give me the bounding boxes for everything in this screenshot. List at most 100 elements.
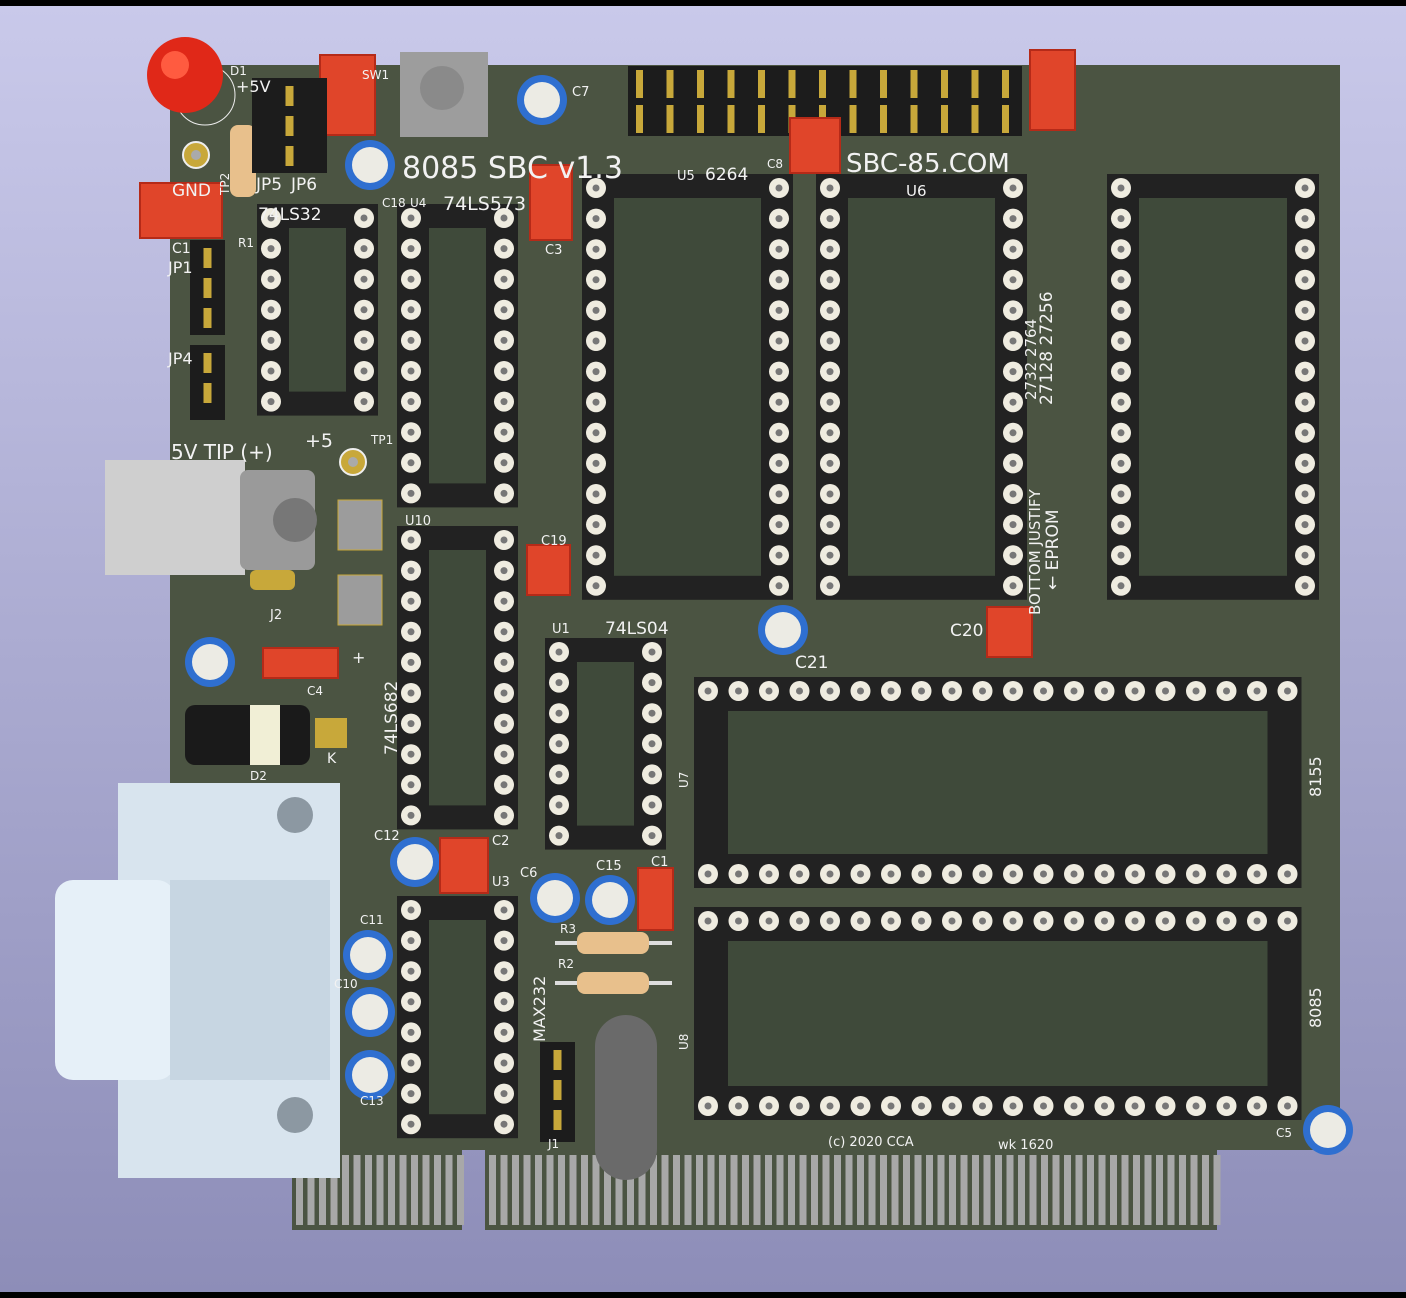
pin-hole [979,870,986,878]
pin-hole [648,679,656,687]
pin-hole [500,367,508,375]
header-pin [819,70,826,98]
pin-hole [500,306,508,314]
label-c8: C8 [767,157,783,171]
edge-finger [1075,1155,1083,1225]
header-pin [636,70,643,98]
pin-hole [555,740,563,748]
dc-power-jack[interactable] [105,460,317,590]
socket-window [614,198,761,576]
pin-hole [1009,245,1017,253]
socket-u2-74ls32 [257,204,378,416]
label-jp6: JP6 [290,175,317,195]
edge-finger [627,1155,634,1225]
ceramic-capacitor [529,164,573,241]
pin-hole [918,1102,925,1110]
pin-hole [500,489,508,497]
pin-hole [648,740,656,748]
jumper-j1[interactable] [540,1042,575,1142]
pin-hole [1117,490,1125,498]
jumper-pin [285,86,294,106]
pin-hole [267,336,275,344]
pin-hole [1009,687,1017,695]
pin-hole [407,628,415,636]
diode-d2 [185,705,347,765]
header-pin [758,105,765,133]
label-u4: U4 [410,196,426,210]
jumper-pin [203,308,212,328]
edge-finger [615,1155,623,1225]
label-jp4: JP4 [167,349,193,368]
pin-hole [407,1090,415,1098]
label-r3: R3 [560,922,576,936]
pin-hole [1162,917,1169,925]
reset-pushbutton[interactable] [400,52,488,137]
jumper-jp1[interactable] [190,240,225,335]
label-jp5: JP5 [255,175,282,195]
pin-hole [407,398,415,406]
pin-hole [360,245,368,253]
resistor-body [577,972,649,994]
edge-finger [512,1155,519,1225]
pin-hole [500,428,508,436]
pin-hole [1253,870,1261,878]
jumper-pin [553,1050,562,1070]
edge-finger [972,1155,979,1225]
edge-finger [1098,1155,1106,1225]
electrolytic-capacitor [345,987,395,1037]
edge-finger [1190,1155,1198,1225]
jumper-jp4[interactable] [190,345,225,420]
cap-top [524,82,560,118]
pin-hole [775,215,783,223]
jumper-pin [203,353,212,373]
cap-top [192,644,228,680]
label-plus5: +5 [305,430,333,452]
pin-hole [407,967,415,975]
resistor-r1 [230,125,256,197]
pin-hole [775,429,783,437]
pin-hole [407,306,415,314]
header-pin [666,105,674,133]
label-d2: D2 [250,769,267,783]
label-eprom-sizes: 27128 27256 [1037,291,1057,405]
edge-connector-fingers [296,1155,1221,1225]
pin-hole [857,917,864,925]
edge-finger [788,1155,795,1225]
pin-hole [1009,490,1017,498]
label-d1: D1 [230,64,247,78]
pin-hole [500,398,508,406]
pin-hole [555,648,563,656]
label-u6: U6 [906,182,927,200]
pin-hole [407,781,415,789]
pin-hole [500,567,508,575]
pin-hole [267,398,275,406]
socket-window [429,550,486,806]
edge-finger [411,1155,418,1225]
edge-finger [604,1155,611,1225]
pin-hole [1117,184,1125,192]
db9-serial-connector[interactable] [55,783,340,1178]
pin-hole [500,967,508,975]
label-u3-part: MAX232 [530,976,549,1042]
jumper-pin [203,278,212,298]
label-c15: C15 [596,859,622,874]
jumper-jp5-jp6[interactable] [252,78,327,173]
crystal-oscillator [595,1015,657,1180]
pin-hole [360,306,368,314]
header-pin [636,105,643,133]
pin-hole [1131,687,1139,695]
pin-hole [407,906,415,914]
pin-hole [887,917,895,925]
pin-hole [592,368,600,376]
pin-hole [592,551,600,559]
edge-finger [857,1155,864,1225]
pin-hole [1284,687,1291,695]
label-r1: R1 [238,236,254,250]
edge-finger [365,1155,372,1225]
pin-hole [826,917,834,925]
edge-finger [296,1155,303,1225]
pin-hole [948,1102,956,1110]
cap-top [537,880,573,916]
pin-hole [1162,1102,1169,1110]
